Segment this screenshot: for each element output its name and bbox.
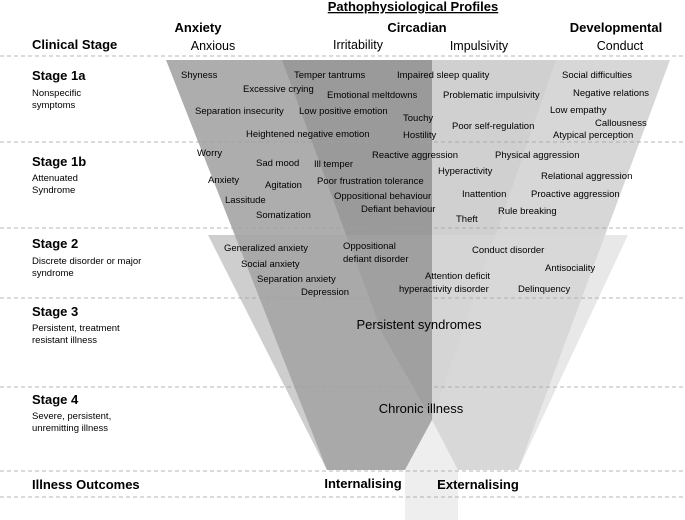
term: Low empathy bbox=[550, 105, 607, 116]
stage-4-desc: Severe, persistent, bbox=[32, 411, 111, 422]
stage-1a-title: Stage 1a bbox=[32, 68, 86, 83]
term: Callousness bbox=[595, 118, 647, 129]
term: Conduct disorder bbox=[472, 245, 544, 256]
irritability-dimension: Irritability bbox=[333, 38, 384, 52]
term: Somatization bbox=[256, 210, 311, 221]
chronic-illness-label: Chronic illness bbox=[379, 401, 464, 416]
term: Oppositional behaviour bbox=[334, 191, 431, 202]
term: Hostility bbox=[403, 130, 437, 141]
stage-labels: Stage 1a Nonspecific symptoms Stage 1b A… bbox=[32, 68, 141, 492]
stage-2-terms: Generalized anxiety Oppositional defiant… bbox=[224, 241, 595, 298]
circadian-profile-name: Circadian bbox=[387, 20, 446, 35]
stage-3-desc: Persistent, treatment bbox=[32, 323, 120, 334]
conduct-dimension: Conduct bbox=[597, 39, 644, 53]
stage-2-desc: syndrome bbox=[32, 268, 74, 279]
term: Oppositional bbox=[343, 241, 396, 252]
term: Problematic impulsivity bbox=[443, 90, 540, 101]
stage-2-desc: Discrete disorder or major bbox=[32, 256, 141, 267]
term: Sad mood bbox=[256, 158, 299, 169]
header: Pathophysiological Profiles Clinical Sta… bbox=[32, 0, 662, 53]
anxiety-profile-dimension: Anxious bbox=[191, 39, 235, 53]
clinical-stage-header: Clinical Stage bbox=[32, 37, 117, 52]
term: Anxiety bbox=[208, 175, 239, 186]
term: Excessive crying bbox=[243, 84, 314, 95]
term: Agitation bbox=[265, 180, 302, 191]
stage-4-desc: unremitting illness bbox=[32, 423, 108, 434]
term: Generalized anxiety bbox=[224, 243, 308, 254]
term: Social difficulties bbox=[562, 70, 632, 81]
stage-1b-title: Stage 1b bbox=[32, 154, 86, 169]
persistent-syndromes-label: Persistent syndromes bbox=[357, 317, 482, 332]
term: Lassitude bbox=[225, 195, 266, 206]
stage-3-desc: resistant illness bbox=[32, 335, 97, 346]
stage-3-title: Stage 3 bbox=[32, 304, 78, 319]
term: hyperactivity disorder bbox=[399, 284, 489, 295]
term: Rule breaking bbox=[498, 206, 557, 217]
term: Atypical perception bbox=[553, 130, 633, 141]
term: Proactive aggression bbox=[531, 189, 620, 200]
term: Temper tantrums bbox=[294, 70, 366, 81]
funnels bbox=[166, 60, 670, 520]
internalising-outcome: Internalising bbox=[324, 476, 401, 491]
term: Separation insecurity bbox=[195, 106, 284, 117]
term: Defiant behaviour bbox=[361, 204, 435, 215]
term: Relational aggression bbox=[541, 171, 632, 182]
term: Attention deficit bbox=[425, 271, 490, 282]
term: Hyperactivity bbox=[438, 166, 493, 177]
term: Worry bbox=[197, 148, 222, 159]
stage-1b-desc: Attenuated bbox=[32, 173, 78, 184]
stage-1a-desc: symptoms bbox=[32, 100, 76, 111]
stage-2-title: Stage 2 bbox=[32, 236, 78, 251]
term: Poor frustration tolerance bbox=[317, 176, 424, 187]
term: Separation anxiety bbox=[257, 274, 336, 285]
term: Depression bbox=[301, 287, 349, 298]
term: Heightened negative emotion bbox=[246, 129, 370, 140]
term: Physical aggression bbox=[495, 150, 580, 161]
term: Inattention bbox=[462, 189, 506, 200]
stage-1a-terms: Shyness Excessive crying Temper tantrums… bbox=[181, 70, 649, 141]
stage-1b-terms: Worry Reactive aggression Physical aggre… bbox=[197, 148, 632, 225]
profiles-title: Pathophysiological Profiles bbox=[328, 0, 498, 14]
stage-4-title: Stage 4 bbox=[32, 392, 79, 407]
anxiety-profile-name: Anxiety bbox=[175, 20, 223, 35]
term: Poor self-regulation bbox=[452, 121, 534, 132]
term: Low positive emotion bbox=[299, 106, 388, 117]
term: Antisociality bbox=[545, 263, 595, 274]
term: Emotional meltdowns bbox=[327, 90, 418, 101]
illness-outcomes-title: Illness Outcomes bbox=[32, 477, 140, 492]
impulsivity-dimension: Impulsivity bbox=[450, 39, 509, 53]
term: Negative relations bbox=[573, 88, 649, 99]
stage2-externalising-funnel bbox=[432, 235, 628, 470]
term: Ill temper bbox=[314, 159, 353, 170]
term: defiant disorder bbox=[343, 254, 408, 265]
term: Theft bbox=[456, 214, 478, 225]
externalising-outcome: Externalising bbox=[437, 477, 519, 492]
stage2-internalising-funnel bbox=[208, 235, 432, 470]
stage-dividers bbox=[0, 55, 685, 498]
stage-1a-desc: Nonspecific bbox=[32, 88, 81, 99]
term: Impaired sleep quality bbox=[397, 70, 490, 81]
term: Social anxiety bbox=[241, 259, 300, 270]
term: Reactive aggression bbox=[372, 150, 458, 161]
outcome-arrow-bottom bbox=[405, 420, 458, 520]
term: Touchy bbox=[403, 113, 433, 124]
developmental-profile-name: Developmental bbox=[570, 20, 662, 35]
term: Delinquency bbox=[518, 284, 571, 295]
stage-1b-desc: Syndrome bbox=[32, 185, 75, 196]
term: Shyness bbox=[181, 70, 218, 81]
